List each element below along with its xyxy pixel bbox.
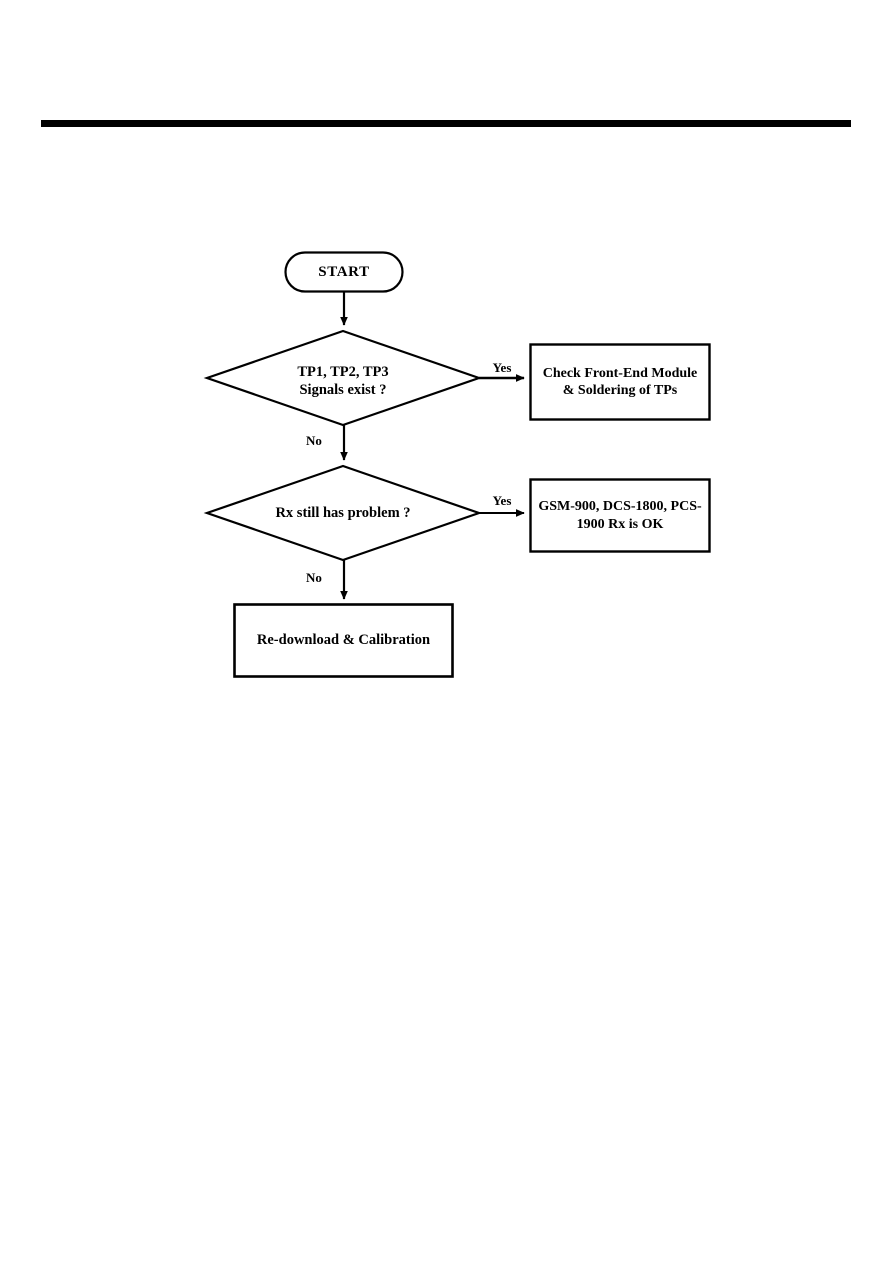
node-box1-shape[interactable] [529,343,711,421]
node-start-label: START [318,263,370,280]
header-divider-rule [41,120,851,127]
node-box2-shape[interactable] [529,478,711,553]
node-decision1-label: TP1, TP2, TP3 Signals exist ? [297,364,389,398]
edge-label-no-decision1: No [306,433,322,448]
node-box2-label: GSM-900, DCS-1800, PCS-1900 Rx is OK [538,499,702,532]
edge-label-no-decision2: No [306,570,322,585]
node-start-shape[interactable] [284,251,404,293]
edge-label-yes-decision2: Yes [492,493,512,508]
node-box3-shape[interactable] [233,603,454,678]
node-box1-label: Check Front-End Module & Soldering of TP… [542,365,698,398]
node-decision2-label: Rx still has problem ? [275,505,411,522]
edge-label-yes-decision1: Yes [492,360,512,375]
node-box3-label: Re-download & Calibration [256,631,431,648]
